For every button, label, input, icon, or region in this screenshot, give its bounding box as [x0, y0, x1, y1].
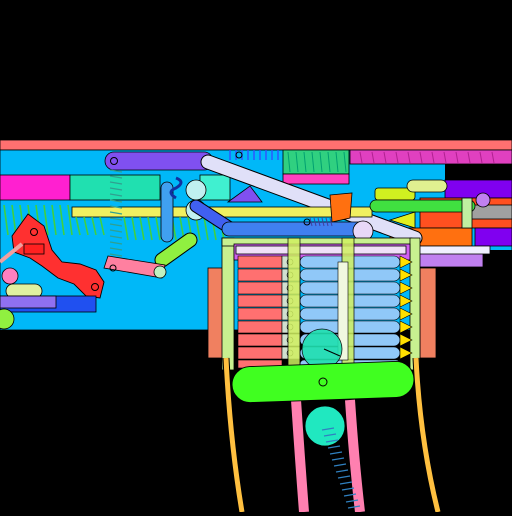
mag-follower-light — [235, 245, 407, 255]
round-1 — [237, 255, 413, 269]
left-teal-plate — [69, 174, 161, 201]
mag-spring-left-fill — [223, 357, 245, 513]
pink-spring-knob — [1, 267, 19, 285]
hammer-red-tab — [23, 243, 45, 255]
pink-tube-left-fill — [291, 399, 309, 513]
dark-blue-coil — [169, 176, 183, 200]
bolt-carrier[interactable] — [221, 221, 371, 237]
round-4 — [237, 294, 413, 308]
mag-housing-green — [221, 237, 235, 371]
magazine-release-lever[interactable] — [231, 361, 415, 403]
mag-inner-pane — [337, 261, 349, 361]
right-pivot-lilac — [475, 192, 491, 208]
right-lilac-block — [474, 227, 512, 247]
mag-spring-right-fill — [413, 357, 441, 513]
green-sear-bar — [369, 199, 476, 213]
receiver-top-trim — [0, 139, 512, 151]
charging-handle-pivot — [110, 157, 118, 165]
purple-ramp — [226, 185, 263, 203]
gas-spring-stripes — [287, 151, 347, 173]
disconnector-pin — [109, 264, 117, 272]
vertical-blue-rod — [160, 181, 174, 243]
round-5 — [237, 307, 413, 321]
mag-guide-left — [287, 237, 301, 369]
mag-housing-right — [409, 237, 421, 371]
trigger-spring — [109, 169, 123, 257]
lilac-plate — [414, 252, 484, 268]
lower-teal-wheel — [304, 405, 346, 447]
gas-block-pin — [235, 151, 243, 159]
lime-arm — [406, 179, 448, 193]
hammer-lower-pin — [91, 283, 99, 291]
bolt-pin — [303, 218, 311, 226]
mag-wheel-arm — [323, 348, 341, 357]
light-green-block — [461, 197, 473, 229]
mag-release-pivot — [318, 377, 328, 387]
hammer-pivot — [30, 228, 38, 236]
left-magenta-plate — [0, 174, 71, 201]
white-cam-wheel — [185, 179, 207, 201]
charging-handle[interactable] — [104, 151, 214, 171]
operating-rod-fill — [201, 155, 422, 245]
hammer-strut — [0, 242, 24, 264]
pink-tube-right-fill — [345, 399, 365, 513]
lime-diagonal-link-fill — [155, 233, 197, 267]
firing-pin-spring — [309, 217, 333, 227]
round-3 — [237, 281, 413, 295]
round-2 — [237, 268, 413, 282]
mag-teal-wheel — [301, 328, 343, 370]
gas-tube-pink — [282, 173, 350, 185]
upper-rail-magenta — [349, 149, 512, 165]
orange-flag — [329, 192, 353, 223]
trigger-bar-lilac — [0, 295, 57, 309]
gas-block-green — [282, 149, 350, 175]
lime-wedge — [388, 211, 416, 229]
mag-well-right-wall — [419, 267, 437, 359]
trigger-stop — [0, 308, 15, 330]
lower-spring-coils — [321, 427, 361, 509]
upper-rail-stripes — [359, 151, 495, 164]
disconnector-end — [153, 265, 167, 279]
